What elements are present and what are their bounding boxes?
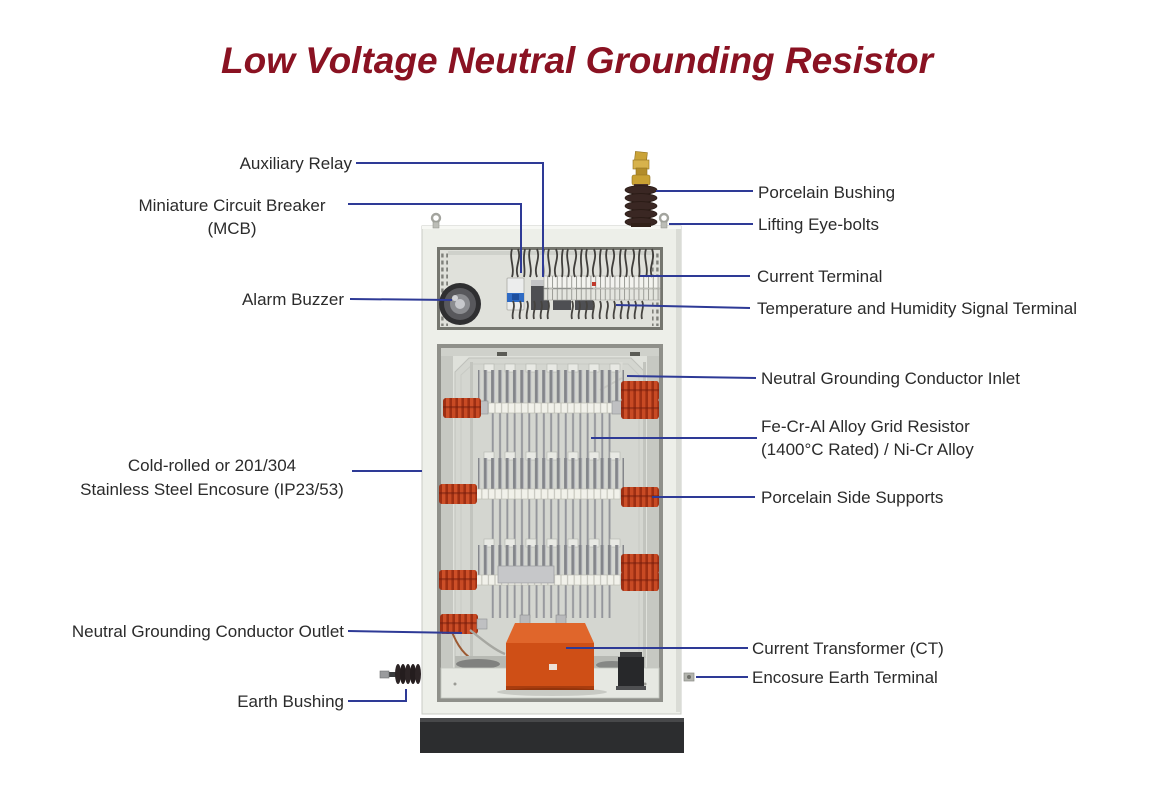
leader-conductor-outlet [347,630,463,634]
page-title: Low Voltage Neutral Grounding Resistor [221,40,933,81]
resistor-tier-2 [439,451,659,545]
label-grid-resistor-line2: (1400°C Rated) / Ni-Cr Alloy [761,440,974,459]
auxiliary-box-art [616,652,646,690]
label-grid-resistor: Fe-Cr-Al Alloy Grid Resistor (1400°C Rat… [761,415,974,461]
current-transformer-art [497,614,607,696]
lifting-eye-bolt-right [658,212,670,230]
leader-alarm-buzzer [349,298,453,301]
cabinet-plinth [420,718,684,753]
label-mcb: Miniature Circuit Breaker (MCB) [118,194,346,240]
label-grid-resistor-line1: Fe-Cr-Al Alloy Grid Resistor [761,417,970,436]
label-alarm-buzzer: Alarm Buzzer [241,290,344,309]
resistor-tier-3 [439,538,659,618]
leader-auxiliary-relay [356,162,544,277]
label-enclosure: Cold-rolled or 201/304 Stainless Steel E… [38,454,386,502]
label-mcb-line1: Miniature Circuit Breaker [138,196,326,215]
earth-bushing-art [379,664,421,684]
label-temp-humidity-terminal: Temperature and Humidity Signal Terminal [757,299,1078,318]
label-current-terminal: Current Terminal [757,267,883,286]
label-mcb-line2: (MCB) [207,219,257,238]
earth-terminal-art [683,672,695,682]
label-lifting-eye-bolts: Lifting Eye-bolts [758,215,879,234]
leader-earth-bushing [348,689,407,702]
resistor-compartment [437,344,663,702]
leader-temp-humidity-terminal [615,304,751,309]
label-porcelain-bushing: Porcelain Bushing [758,183,896,202]
control-compartment [437,247,663,330]
label-conductor-inlet: Neutral Grounding Conductor Inlet [761,369,1020,388]
label-auxiliary-relay: Auxiliary Relay [239,154,352,173]
label-current-transformer: Current Transformer (CT) [752,639,944,658]
label-enclosure-line2: Stainless Steel Encosure (IP23/53) [80,480,344,499]
label-earth-terminal: Encosure Earth Terminal [752,668,938,687]
porcelain-bushing-art [624,151,658,227]
lifting-eye-bolt-left [430,212,442,230]
label-enclosure-line1: Cold-rolled or 201/304 [127,456,297,475]
cabinet-art [379,151,695,753]
leader-lines [347,162,757,702]
label-porcelain-side-supports: Porcelain Side Supports [761,488,944,507]
terminal-strip-art [543,275,661,301]
leader-conductor-inlet [626,375,757,379]
leader-mcb [348,203,522,273]
alarm-buzzer-art [439,283,481,325]
label-conductor-outlet: Neutral Grounding Conductor Outlet [71,622,344,641]
label-earth-bushing: Earth Bushing [237,692,344,711]
